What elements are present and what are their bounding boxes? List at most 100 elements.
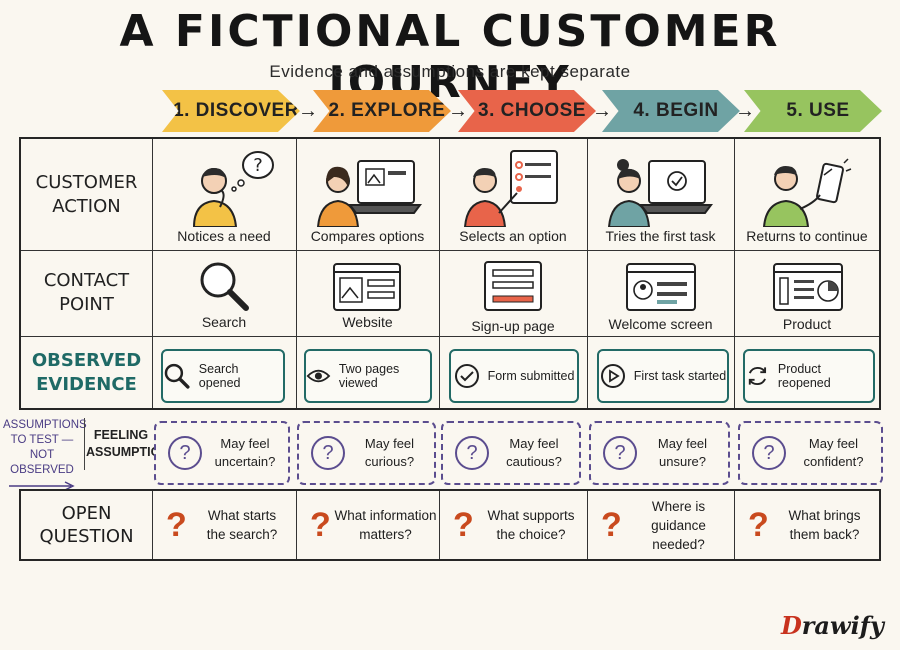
assumption-box: ? May feel curious? (297, 421, 436, 485)
open-question-line: What brings (788, 508, 861, 523)
assumption-line: May feel (657, 436, 708, 451)
question-mark-icon: ? (748, 505, 769, 544)
action-cell-use: Returns to continue (734, 139, 880, 250)
row-label-customer-action: CUSTOMER ACTION (21, 139, 152, 250)
brand-text: rawify (801, 611, 884, 640)
action-cell-discover: ? Notices a need (152, 139, 296, 250)
question-mark-icon: ? (601, 505, 622, 544)
grid-divider (587, 491, 588, 559)
search-icon (164, 363, 190, 389)
grid-divider (439, 491, 440, 559)
row-label-line: OBSERVED (31, 350, 142, 371)
checklist-person-icon (463, 150, 558, 227)
open-question-line: guidance needed? (651, 517, 706, 552)
stage-label: 3. CHOOSE (478, 100, 586, 121)
action-caption: Returns to continue (746, 228, 868, 244)
stage-use: 5. USE (744, 90, 882, 132)
row-label-observed-evidence: OBSERVED EVIDENCE (21, 336, 152, 410)
row-label-line: POINT (59, 294, 114, 315)
laptop-check-person-icon (607, 159, 713, 227)
row-label-line: ACTION (52, 195, 121, 217)
row-label-line: EVIDENCE (36, 374, 137, 395)
stage-label: 4. BEGIN (633, 100, 719, 121)
laptop-person-icon (316, 160, 422, 227)
assumptions-divider (84, 418, 85, 470)
assumption-line: curious? (364, 454, 415, 469)
evidence-box: Search opened (161, 349, 285, 403)
assumption-line: May feel (364, 436, 415, 451)
action-caption: Compares options (310, 228, 425, 244)
evidence-text: Form submitted (487, 369, 575, 383)
assumption-text: May feel curious? (345, 435, 434, 471)
thinking-person-icon: ? (192, 151, 274, 227)
evidence-box: Form submitted (449, 349, 579, 403)
assumptions-side-line: TO TEST — (10, 434, 74, 446)
arrow-right-icon: → (735, 100, 755, 122)
stage-label: 2. EXPLORE (328, 100, 446, 121)
stage-discover: 1. DISCOVER (162, 90, 300, 132)
refresh-icon (748, 367, 767, 385)
open-question-line: the choice? (496, 527, 566, 542)
action-caption: Notices a need (177, 228, 271, 244)
arrow-right-icon: → (298, 100, 318, 122)
open-question-cell: ? Where is guidance needed? (587, 491, 734, 559)
grid-divider (734, 491, 735, 559)
assumptions-side-line: ASSUMPTIONS (3, 419, 87, 431)
open-question-cell: ? What brings them back? (734, 491, 879, 559)
page-subtitle: Evidence and assumptions are kept separa… (269, 62, 631, 81)
action-caption: Tries the first task (605, 228, 716, 244)
grid-divider (21, 336, 879, 337)
open-question-line: the search? (206, 527, 278, 542)
question-mark-icon: ? (453, 505, 474, 544)
contact-caption: Welcome screen (608, 316, 713, 332)
question-mark-icon: ? (166, 505, 187, 544)
form-icon (484, 261, 542, 311)
open-question-line: Where is (651, 498, 706, 514)
evidence-box: Two pages viewed (304, 349, 432, 403)
action-cell-choose: Selects an option (439, 139, 587, 250)
grid-divider (296, 139, 297, 408)
contact-cell-website: Website (296, 250, 439, 336)
question-circle-icon: ? (455, 436, 489, 470)
contact-cell-welcome: Welcome screen (587, 250, 734, 336)
arrow-right-icon (9, 481, 75, 491)
svg-text:?: ? (253, 155, 263, 176)
assumption-line: cautious? (506, 454, 562, 469)
grid-divider (152, 491, 153, 559)
evidence-text: First task started (633, 369, 727, 383)
open-question-line: What supports (487, 508, 575, 523)
open-question-line: What information (334, 508, 437, 523)
grid-divider (587, 139, 588, 408)
evidence-text: Search opened (198, 362, 241, 390)
assumption-line: uncertain? (214, 454, 276, 469)
row-label-line: OPEN (61, 503, 112, 524)
open-question-line: them back? (789, 527, 860, 542)
row-label-line: CUSTOMER (35, 171, 138, 193)
row-label-feeling-assumption: FEELING ASSUMPTION (86, 427, 169, 461)
open-question-text: What brings them back? (770, 506, 879, 544)
assumptions-side-label: ASSUMPTIONS TO TEST — NOT OBSERVED (3, 418, 87, 496)
question-mark-icon: ? (310, 505, 331, 544)
phone-person-icon (762, 158, 852, 227)
contact-cell-product: Product (734, 250, 880, 336)
contact-cell-search: Search (152, 250, 296, 336)
contact-caption: Sign-up page (471, 318, 555, 334)
page-title: A FICTIONAL CUSTOMER JOURNEY (119, 6, 781, 108)
question-circle-icon: ? (752, 436, 786, 470)
stage-explore: 2. EXPLORE (313, 90, 451, 132)
stage-choose: 3. CHOOSE (458, 90, 596, 132)
open-question-text: What supports the choice? (475, 506, 587, 544)
question-circle-icon: ? (311, 436, 345, 470)
stage-bar: 1. DISCOVER → 2. EXPLORE → 3. CHOOSE → 4… (0, 90, 900, 132)
row-label-line: FEELING (93, 428, 149, 442)
journey-grid: CUSTOMER ACTION CONTACT POINT OBSERVED E… (19, 137, 881, 410)
